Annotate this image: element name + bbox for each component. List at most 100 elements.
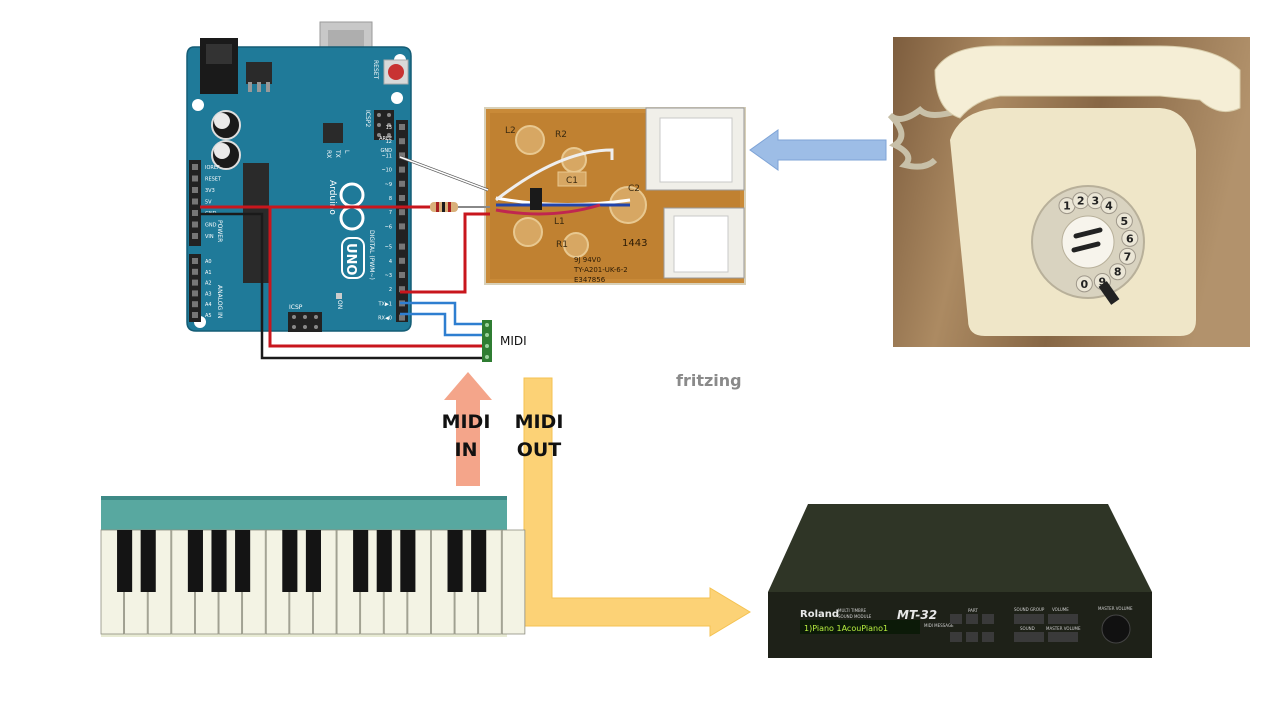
analog-pin-label: A3 (205, 291, 212, 297)
midi-in-label: MIDI IN (434, 408, 498, 464)
black-key (140, 530, 156, 592)
svg-text:PART: PART (968, 608, 978, 613)
header-pin-label: GND (381, 148, 393, 154)
midi-out-line1: MIDI (514, 411, 564, 433)
svg-text:C1: C1 (566, 176, 578, 186)
pcb-code: 9J 94V0 (574, 256, 601, 264)
svg-text:L2: L2 (505, 126, 516, 136)
synth-subtitle: MULTI TIMBRE (838, 608, 867, 613)
power-pin-label: IOREF (205, 165, 220, 171)
dial-digit: 6 (1126, 232, 1134, 245)
svg-text:R2: R2 (555, 130, 567, 140)
digital-pin-label: 7 (389, 210, 392, 216)
digital-pin-label: 8 (389, 196, 392, 202)
resistor (430, 202, 458, 212)
digital-pin-label: ~3 (385, 273, 392, 279)
fritzing-watermark: fritzing (676, 371, 742, 390)
digital-label: DIGITAL (PWM~) (368, 230, 375, 280)
svg-text:VOLUME: VOLUME (1052, 607, 1069, 612)
digital-pin-label: ~10 (381, 168, 392, 174)
power-pin-label: VIN (205, 234, 214, 240)
svg-text:R1: R1 (556, 240, 568, 250)
icsp2-header (374, 110, 394, 140)
power-label: POWER (216, 220, 223, 242)
svg-text:MASTER VOLUME: MASTER VOLUME (1098, 606, 1133, 611)
reset-label: RESET (372, 60, 379, 80)
synth-display-text: 1)Piano 1AcouPiano1 (804, 624, 888, 633)
black-key (376, 530, 392, 592)
svg-text:L1: L1 (554, 217, 565, 227)
synth-model: MT-32 (897, 608, 937, 622)
svg-text:SOUND GROUP: SOUND GROUP (1014, 607, 1045, 612)
power-pin-label: 5V (205, 200, 212, 206)
digital-pin-label: 4 (389, 259, 392, 265)
black-key (447, 530, 463, 592)
digital-pin-label: RX◀0 (378, 316, 392, 322)
black-key (211, 530, 227, 592)
arrow-up-icon (444, 372, 492, 486)
svg-text:MIDI MESSAGE: MIDI MESSAGE (924, 623, 954, 628)
svg-text:SOUND: SOUND (1020, 626, 1035, 631)
telephone-pcb: L2 R2 C1 C2 L1 R1 1443 9J 94V0 TY-A201-U… (484, 107, 746, 285)
black-key (117, 530, 133, 592)
dial-digit: 9 (1099, 275, 1107, 288)
digital-pin-label: ~6 (385, 224, 392, 230)
synth-subtitle: SOUND MODULE (838, 614, 872, 619)
digital-pin-label: 13 (386, 125, 392, 131)
pcb-code: E347856 (574, 276, 606, 284)
black-key (235, 530, 251, 592)
midi-in-line2: IN (454, 439, 478, 461)
midi-in-line1: MIDI (441, 411, 491, 433)
dial-digit: 4 (1105, 200, 1113, 213)
roland-mt32-photo: Roland MULTI TIMBRE SOUND MODULE MT-32 1… (768, 504, 1152, 660)
digital-pin-label: 2 (389, 287, 392, 293)
dial-digit: 0 (1081, 278, 1089, 291)
black-key (282, 530, 298, 592)
white-key (501, 529, 526, 635)
black-key (400, 530, 416, 592)
pcb-stamp: 1443 (622, 238, 647, 249)
analog-pin-label: A4 (205, 302, 212, 308)
dial-digit: 2 (1077, 195, 1085, 208)
digital-pin-label: ~5 (385, 245, 392, 251)
arduino-brand-label: Arduino (327, 180, 337, 215)
arrow-down-right-icon (523, 377, 751, 637)
midi-connector (482, 320, 492, 362)
analog-pin-label: A1 (205, 270, 212, 276)
black-key (305, 530, 321, 592)
tx-label: TX (334, 149, 341, 158)
synth-display (800, 620, 920, 634)
l-label: L (343, 150, 350, 154)
digital-pin-label: 12 (386, 139, 392, 145)
volume-knob (1101, 614, 1131, 644)
midi-connector-label: MIDI (500, 334, 527, 348)
icsp-header (288, 312, 322, 332)
icsp-label: ICSP (289, 304, 303, 311)
header-pin-label: AREF (379, 136, 392, 142)
on-label: ON (336, 300, 343, 309)
icsp2-label: ICSP2 (364, 110, 371, 127)
uno-label: UNO (343, 243, 358, 276)
midi-out-line2: OUT (516, 439, 562, 461)
dial-digit: 1 (1063, 200, 1071, 213)
midi-keyboard-photo (100, 496, 526, 637)
black-key (353, 530, 369, 592)
analog-pin-label: A5 (205, 313, 212, 319)
analog-label: ANALOG IN (216, 285, 223, 318)
dial-digit: 7 (1124, 250, 1132, 263)
dial-digit: 8 (1114, 266, 1122, 279)
dial-digit: 3 (1091, 195, 1099, 208)
arrow-left-icon (749, 129, 887, 171)
svg-text:MASTER VOLUME: MASTER VOLUME (1046, 626, 1081, 631)
digital-pin-label: ~11 (381, 153, 392, 159)
power-pin-label: GND (205, 223, 217, 229)
power-pin-label: 3V3 (205, 188, 215, 194)
black-key (187, 530, 203, 592)
power-pin-label: RESET (205, 177, 222, 183)
analog-pin-label: A0 (205, 259, 212, 265)
midi-out-label: MIDI OUT (507, 408, 571, 464)
